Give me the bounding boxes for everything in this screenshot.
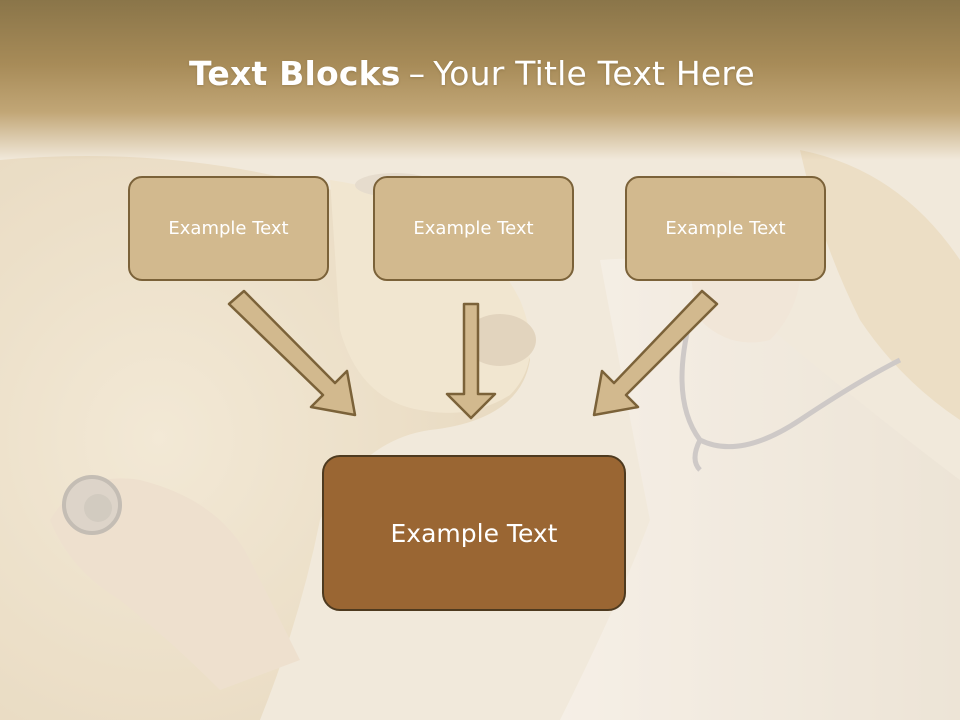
- text-block-2[interactable]: Example Text: [373, 176, 574, 281]
- header-band: [0, 0, 960, 160]
- title-dash: –: [408, 54, 426, 93]
- text-block-3[interactable]: Example Text: [625, 176, 826, 281]
- text-block-1-label: Example Text: [168, 218, 289, 239]
- arrow-left: [227, 289, 357, 417]
- title-rest: Your Title Text Here: [433, 54, 755, 93]
- arrow-right: [592, 289, 719, 417]
- title-bold: Text Blocks: [189, 54, 401, 93]
- text-block-2-label: Example Text: [413, 218, 534, 239]
- main-text-block-label: Example Text: [390, 518, 558, 548]
- text-block-3-label: Example Text: [665, 218, 786, 239]
- text-block-1[interactable]: Example Text: [128, 176, 329, 281]
- main-text-block[interactable]: Example Text: [322, 455, 626, 611]
- slide-title[interactable]: Text Blocks–Your Title Text Here: [0, 54, 944, 93]
- arrow-center: [445, 302, 497, 420]
